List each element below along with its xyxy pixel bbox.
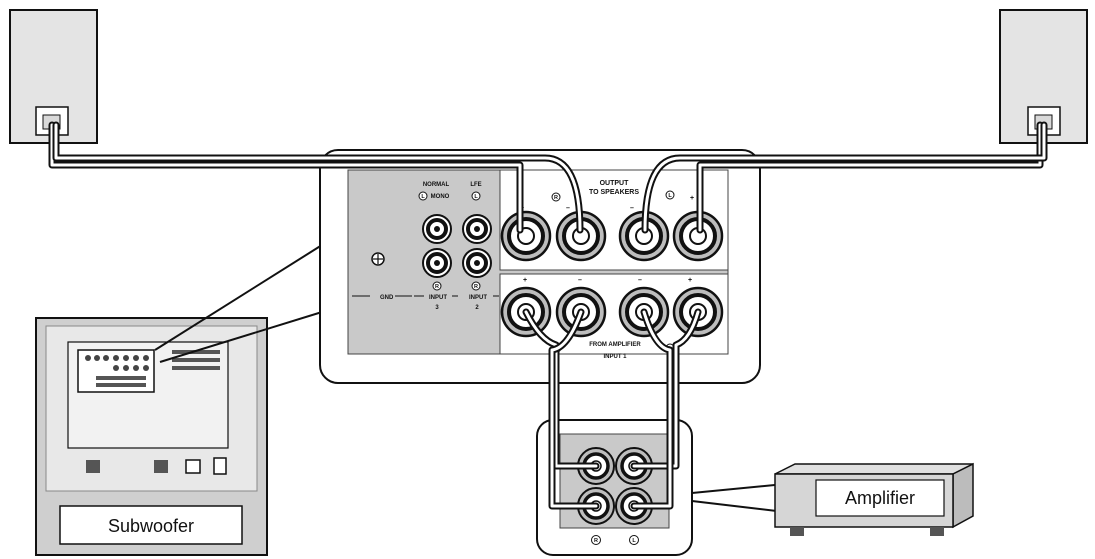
right-channel-mark-input3 — [432, 281, 442, 291]
input1-plus-l-label: + — [688, 277, 692, 284]
mono-label: MONO — [431, 194, 450, 200]
left-channel-mark-input2-letter: L — [474, 194, 478, 200]
from-amplifier-label: FROM AMPLIFIER — [589, 342, 641, 348]
input1-label: INPUT 1 — [603, 354, 627, 360]
input1-plus-r-label: + — [523, 277, 527, 284]
gnd-label: GND — [380, 295, 394, 301]
input2-number: 2 — [475, 305, 479, 311]
amp-right-channel-mark-letter: R — [594, 538, 598, 544]
amplifier-terminal-box: + + – – R L — [536, 419, 693, 556]
input2-rca-r — [461, 247, 493, 279]
amplifier-callout — [691, 483, 786, 513]
right-channel-mark-input2-letter: R — [474, 284, 478, 290]
amp-left-channel-mark-letter: L — [632, 538, 636, 544]
amp-right-channel-mark — [591, 535, 601, 545]
subwoofer-label: Subwoofer — [108, 516, 194, 536]
output-right-channel-mark-letter: R — [554, 195, 558, 201]
input3-number: 3 — [435, 305, 439, 311]
left-channel-mark-input2 — [471, 191, 481, 201]
normal-label: NORMAL — [423, 182, 450, 188]
gnd-terminal — [371, 252, 385, 266]
subwoofer-unit: Subwoofer — [35, 317, 268, 556]
right-channel-mark-input2 — [471, 281, 481, 291]
subwoofer-callout — [154, 244, 323, 363]
input3-label: INPUT — [429, 295, 447, 301]
output-terminal-r-plus — [500, 210, 552, 262]
left-channel-mark-input3 — [418, 191, 428, 201]
amplifier-unit: Amplifier — [774, 462, 974, 536]
output-label: OUTPUT — [600, 180, 630, 187]
input2-label: INPUT — [469, 295, 487, 301]
amplifier-cables — [522, 308, 702, 510]
amplifier-label: Amplifier — [845, 488, 915, 508]
input2-rca-l — [461, 213, 493, 245]
input1-minus-r-label: – — [578, 277, 582, 284]
right-channel-mark-input3-letter: R — [435, 284, 439, 290]
output-left-channel-mark — [665, 190, 675, 200]
right-speaker — [999, 9, 1088, 144]
back-panel: GND NORMAL MONO L R INPUT 3 LFE L R INPU… — [319, 149, 761, 384]
output-left-channel-mark-letter: L — [668, 193, 672, 199]
lfe-label: LFE — [470, 182, 481, 188]
input3-rca-r — [421, 247, 453, 279]
left-speaker — [9, 9, 98, 144]
output-minus-r-label: – — [566, 205, 570, 212]
speaker-cables — [48, 121, 1048, 234]
output-right-channel-mark — [551, 192, 561, 202]
amp-left-channel-mark — [629, 535, 639, 545]
output-plus-l-label: + — [690, 195, 694, 202]
input3-rca-l — [421, 213, 453, 245]
output-to-speakers-label: TO SPEAKERS — [589, 189, 639, 196]
left-channel-mark-input3-letter: L — [421, 194, 425, 200]
input1-minus-l-label: – — [638, 277, 642, 284]
output-minus-l-label: – — [630, 205, 634, 212]
